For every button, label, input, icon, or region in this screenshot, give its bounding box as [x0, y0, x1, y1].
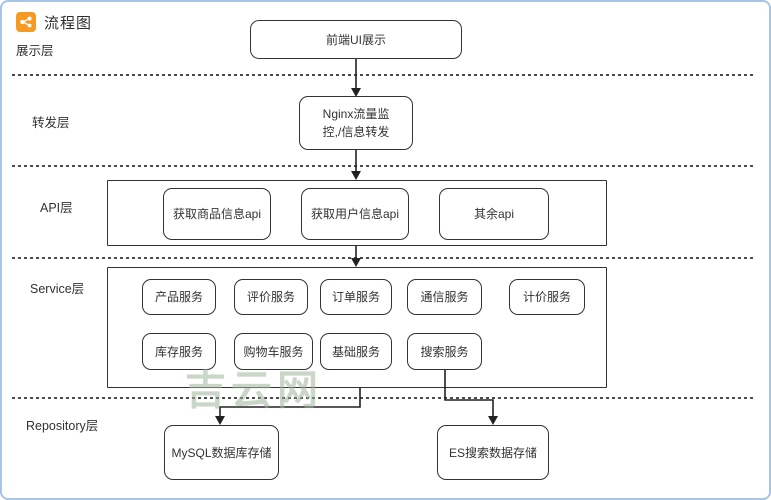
node-stock-service: 库存服务	[142, 333, 216, 370]
page-title: 流程图	[44, 15, 93, 32]
layer-label-forwarding: 转发层	[32, 116, 70, 130]
arrowhead-mysql	[215, 416, 225, 425]
layer-label-repository: Repository层	[26, 419, 99, 433]
node-order-service: 订单服务	[320, 279, 392, 315]
node-pricing-service: 计价服务	[509, 279, 585, 315]
layer-label-service: Service层	[30, 282, 85, 296]
node-search-service: 搜索服务	[407, 333, 482, 370]
layer-divider-3	[12, 257, 756, 259]
flowchart-icon	[16, 12, 36, 32]
node-other-api: 其余api	[439, 188, 549, 240]
node-user-info-api: 获取用户信息api	[301, 188, 409, 240]
arrowhead-api	[351, 171, 361, 180]
node-review-service: 评价服务	[234, 279, 308, 315]
node-cart-service: 购物车服务	[234, 333, 313, 370]
share-nodes-icon	[20, 16, 32, 28]
node-frontend-ui: 前端UI展示	[250, 20, 462, 59]
node-mysql-storage: MySQL数据库存储	[164, 425, 279, 480]
node-base-service: 基础服务	[320, 333, 392, 370]
layer-label-presentation: 展示层	[16, 44, 54, 58]
layer-label-api: API层	[40, 201, 73, 215]
service-layer-container	[107, 267, 607, 388]
arrowhead-service	[351, 258, 361, 267]
node-nginx: Nginx流量监控,/信息转发	[299, 96, 413, 150]
arrow-service-to-mysql	[219, 388, 361, 416]
layer-divider-2	[12, 165, 756, 167]
api-layer-container	[107, 180, 607, 246]
layer-divider-1	[12, 74, 756, 76]
node-comm-service: 通信服务	[407, 279, 482, 315]
node-es-storage: ES搜索数据存储	[437, 425, 549, 480]
node-product-info-api: 获取商品信息api	[163, 188, 271, 240]
layer-divider-4	[12, 397, 756, 399]
node-product-service: 产品服务	[142, 279, 216, 315]
arrowhead-es	[488, 416, 498, 425]
